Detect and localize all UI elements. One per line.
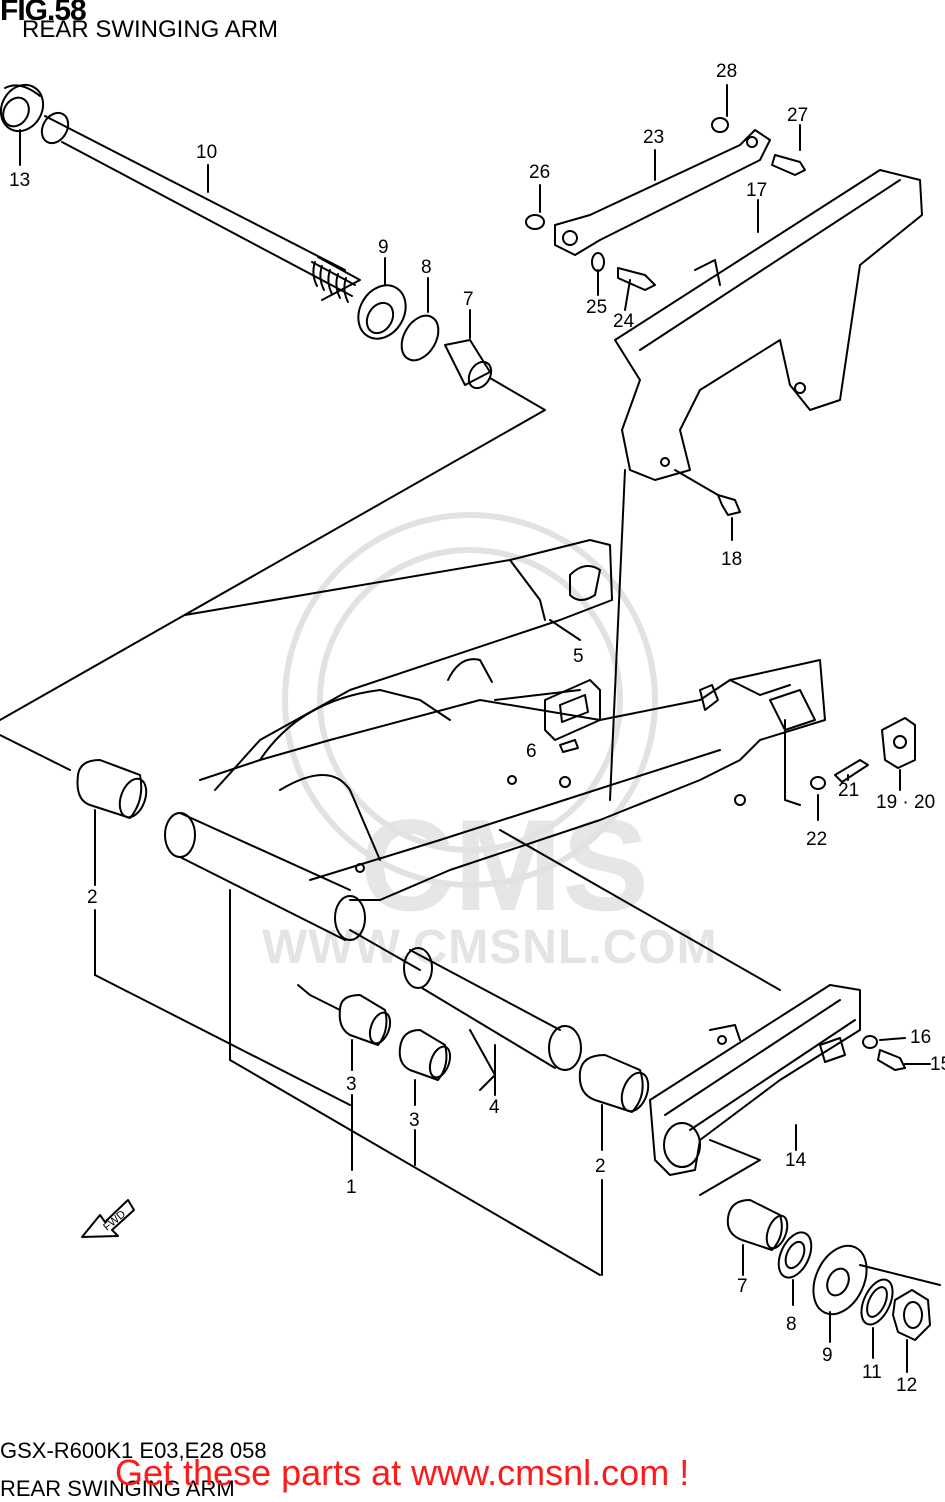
figure-title: REAR SWINGING ARM <box>22 16 279 43</box>
callout-25: 25 <box>586 297 608 318</box>
part-8-washer-right <box>777 1231 813 1279</box>
callout-2-right: 2 <box>595 1156 606 1177</box>
part-2-bushing-left <box>76 759 148 819</box>
part-18-bolt <box>717 494 741 516</box>
part-16-washer <box>862 1035 878 1049</box>
figure-number: FIG.58 <box>0 0 87 27</box>
part-21-bolt <box>834 759 869 783</box>
part-27-bolt <box>771 154 806 176</box>
part-7-spacer-right <box>726 1199 789 1251</box>
callout-1: 1 <box>346 1177 357 1198</box>
part-5-plate <box>544 679 601 741</box>
callout-21: 21 <box>838 780 860 801</box>
part-14-chain-slider <box>649 984 861 1176</box>
part-9-dust-seal-right <box>812 1244 868 1316</box>
part-11-washer <box>860 1278 894 1326</box>
callout-15: 15 <box>930 1054 945 1075</box>
part-17-chain-guard <box>614 169 923 481</box>
callout-2-left: 2 <box>87 887 98 908</box>
callout-3-b: 3 <box>409 1110 420 1131</box>
part-1-swingarm <box>164 539 826 1061</box>
part-8-washer <box>400 314 440 362</box>
part-2-bushing-right <box>578 1054 650 1113</box>
watermark-logo <box>282 512 658 888</box>
callout-16: 16 <box>910 1027 932 1048</box>
callout-28: 28 <box>716 61 738 82</box>
part-10-axle <box>40 111 361 303</box>
part-3-bushing-a <box>338 994 392 1046</box>
callout-18: 18 <box>721 549 743 570</box>
callout-9-right: 9 <box>822 1345 833 1366</box>
part-9-bearing <box>357 284 407 340</box>
fwd-arrow-icon <box>81 1199 135 1238</box>
part-15-bolt <box>877 1049 906 1071</box>
part-7-spacer <box>444 339 493 390</box>
callout-19-20: 19 · 20 <box>876 792 936 813</box>
part-28-nut <box>711 117 729 133</box>
callout-8: 8 <box>421 257 432 278</box>
callout-17: 17 <box>746 180 768 201</box>
callout-7-right: 7 <box>737 1276 748 1297</box>
callout-12: 12 <box>896 1375 918 1396</box>
part-24-bolt <box>617 267 656 291</box>
callout-3-a: 3 <box>346 1074 357 1095</box>
callout-23: 23 <box>643 127 665 148</box>
callout-6: 6 <box>526 741 537 762</box>
callout-22: 22 <box>806 829 828 850</box>
part-22-washer <box>810 776 826 790</box>
promo-link[interactable]: Get these parts at www.cmsnl.com ! <box>115 1452 690 1493</box>
part-19-20-slider-block <box>881 717 916 769</box>
callout-24: 24 <box>613 311 635 332</box>
part-13-ring <box>0 83 45 133</box>
part-12-nut <box>892 1289 931 1341</box>
callout-5: 5 <box>573 646 584 667</box>
callout-14: 14 <box>785 1150 807 1171</box>
callout-13: 13 <box>9 170 31 191</box>
part-25-washer <box>591 252 605 272</box>
callout-7: 7 <box>463 289 474 310</box>
part-6-bolt <box>559 739 579 753</box>
drawing-name: REAR SWINGING ARM <box>0 1476 235 1501</box>
callout-9: 9 <box>378 237 389 258</box>
callout-11: 11 <box>862 1362 882 1383</box>
part-26-washer <box>525 214 545 230</box>
callout-10: 10 <box>196 142 218 163</box>
part-3-bushing-b <box>398 1029 452 1081</box>
callout-26: 26 <box>529 162 551 183</box>
drawing-code: GSX-R600K1 E03,E28 058 <box>0 1438 267 1463</box>
part-23-bracket <box>554 129 771 256</box>
callout-4: 4 <box>489 1097 500 1118</box>
callout-27: 27 <box>787 105 809 126</box>
watermark-brand: CMS <box>360 792 649 938</box>
part-4-sleeve <box>403 947 582 1071</box>
callout-8-right: 8 <box>786 1314 797 1335</box>
